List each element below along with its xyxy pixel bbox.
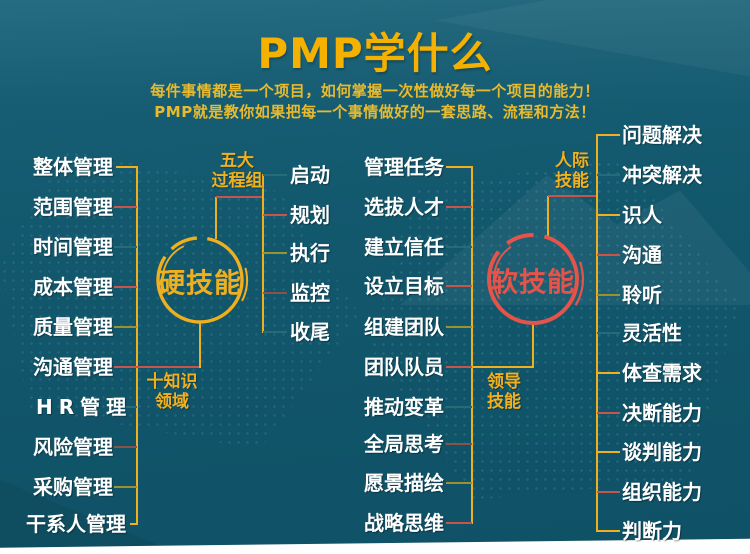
branch-label-knowledge-areas: 十知识 领域 — [140, 372, 204, 412]
leadership-skill-item: 全局思考 — [364, 432, 444, 456]
knowledge-area-item: 干系人管理 — [26, 512, 126, 536]
interpersonal-skill-item: 问题解决 — [622, 123, 702, 147]
interpersonal-skill-item: 体查需求 — [622, 361, 702, 385]
knowledge-area-item: 时间管理 — [33, 235, 113, 259]
leadership-skill-item: 选拔人才 — [364, 195, 444, 219]
process-group-item: 规划 — [290, 203, 330, 227]
leadership-skill-item: 战略思维 — [364, 511, 444, 535]
branch-label-process-groups: 五大 过程组 — [205, 151, 269, 191]
soft-skill-node-label: 软技能 — [491, 267, 575, 299]
leadership-skill-item: 组建团队 — [364, 315, 444, 339]
branch-label-line: 过程组 — [211, 171, 263, 191]
interpersonal-skill-item: 冲突解决 — [622, 163, 702, 187]
knowledge-area-item: 风险管理 — [33, 435, 113, 459]
leadership-skill-item: 推动变革 — [364, 395, 444, 419]
interpersonal-skill-item: 判断力 — [622, 519, 682, 543]
branch-label-line: 技能 — [487, 392, 521, 412]
leadership-skill-item: 管理任务 — [364, 155, 444, 179]
process-group-item: 执行 — [290, 241, 330, 265]
subtitle-line-2: PMP就是教你如果把每一个事情做好的一套思路、流程和方法！ — [154, 103, 596, 121]
interpersonal-skill-item: 决断能力 — [622, 401, 702, 425]
knowledge-area-item: 采购管理 — [33, 475, 113, 499]
leadership-skill-item: 团队队员 — [364, 355, 444, 379]
branch-label-leadership: 领导 技能 — [487, 372, 521, 412]
page-title: PMP学什么 — [257, 29, 493, 78]
interpersonal-skill-item: 谈判能力 — [622, 440, 702, 464]
branch-label-line: 十知识 — [146, 372, 198, 392]
interpersonal-skill-item: 沟通 — [622, 243, 662, 267]
branch-label-line: 领域 — [155, 392, 189, 412]
interpersonal-skill-item: 组织能力 — [622, 480, 702, 504]
knowledge-area-item: HR管理 — [36, 395, 133, 419]
leadership-skill-item: 愿景描绘 — [364, 471, 444, 495]
knowledge-area-item: 质量管理 — [33, 315, 113, 339]
interpersonal-skill-item: 聆听 — [622, 283, 662, 307]
leadership-skill-item: 建立信任 — [364, 235, 444, 259]
branch-label-line: 五大 — [220, 151, 254, 171]
knowledge-area-item: 沟通管理 — [33, 355, 113, 379]
interpersonal-skill-item: 灵活性 — [622, 321, 682, 345]
interpersonal-skill-item: 识人 — [622, 203, 662, 227]
hard-skill-node-label: 硬技能 — [158, 268, 242, 300]
branch-label-line: 人际 — [555, 151, 589, 171]
branch-label-line: 领导 — [487, 372, 521, 392]
knowledge-area-item: 成本管理 — [33, 275, 113, 299]
background-facet-mountain — [400, 175, 750, 305]
knowledge-area-item: 范围管理 — [33, 195, 113, 219]
subtitle-line-1: 每件事情都是一个项目，如何掌握一次性做好每一个项目的能力！ — [150, 82, 600, 100]
process-group-item: 启动 — [290, 163, 330, 187]
process-group-item: 收尾 — [290, 320, 330, 344]
leadership-skill-item: 设立目标 — [364, 274, 444, 298]
branch-label-interpersonal: 人际 技能 — [540, 151, 604, 191]
branch-label-line: 技能 — [555, 171, 589, 191]
knowledge-area-item: 整体管理 — [33, 155, 113, 179]
process-group-item: 监控 — [290, 281, 330, 305]
